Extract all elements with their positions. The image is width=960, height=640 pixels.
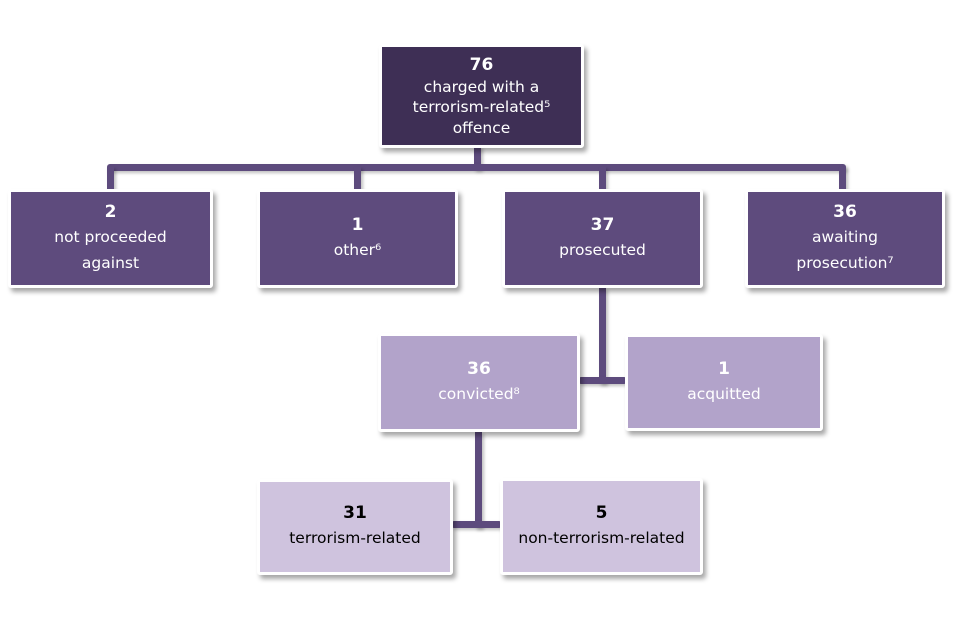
node-other: 1 other⁶ xyxy=(257,189,458,288)
node-not-proceeded-value: 2 xyxy=(104,201,117,222)
node-convicted-value: 36 xyxy=(467,358,491,379)
connector-drop-other xyxy=(354,167,361,191)
node-acquitted-value: 1 xyxy=(718,358,730,379)
node-other-label: other⁶ xyxy=(333,240,382,259)
node-not-proceeded-label: not proceeded against xyxy=(54,227,167,272)
node-acquitted-label: acquitted xyxy=(687,384,761,403)
node-charged-label: charged with a terrorism-related⁵ offenc… xyxy=(412,78,551,137)
node-prosecuted-value: 37 xyxy=(590,214,615,235)
connector-row2-bus xyxy=(107,164,846,171)
connector-terr-nonterr xyxy=(451,521,502,528)
node-awaiting-prosecution: 36 awaiting prosecution⁷ xyxy=(745,189,945,288)
node-prosecuted: 37 prosecuted xyxy=(502,189,703,288)
node-non-terrorism-related: 5 non-terrorism-related xyxy=(500,478,703,575)
node-awaiting-value: 36 xyxy=(833,201,857,222)
node-other-value: 1 xyxy=(351,214,364,235)
node-awaiting-label: awaiting prosecution⁷ xyxy=(796,227,894,272)
connector-prosecuted-stem xyxy=(599,288,606,384)
node-terrorism-related: 31 terrorism-related xyxy=(257,479,453,575)
node-prosecuted-label: prosecuted xyxy=(559,240,646,259)
connector-convicted-acquitted xyxy=(578,377,627,384)
connector-charged-stem xyxy=(474,146,481,170)
node-charged: 76 charged with a terrorism-related⁵ off… xyxy=(379,44,584,148)
connector-drop-prosecuted xyxy=(599,167,606,191)
connector-drop-awaiting xyxy=(839,167,846,191)
node-convicted-label: convicted⁸ xyxy=(438,384,520,403)
node-acquitted: 1 acquitted xyxy=(625,334,823,431)
node-charged-value: 76 xyxy=(469,55,494,76)
node-not-proceeded-against: 2 not proceeded against xyxy=(8,189,213,288)
connector-drop-not-proceeded xyxy=(107,167,114,191)
connector-convicted-stem xyxy=(475,432,482,528)
node-non-terrorism-related-value: 5 xyxy=(595,502,608,523)
node-non-terrorism-related-label: non-terrorism-related xyxy=(518,528,685,547)
node-convicted: 36 convicted⁸ xyxy=(378,333,580,432)
node-terrorism-related-value: 31 xyxy=(343,503,367,524)
node-terrorism-related-label: terrorism-related xyxy=(289,529,421,548)
